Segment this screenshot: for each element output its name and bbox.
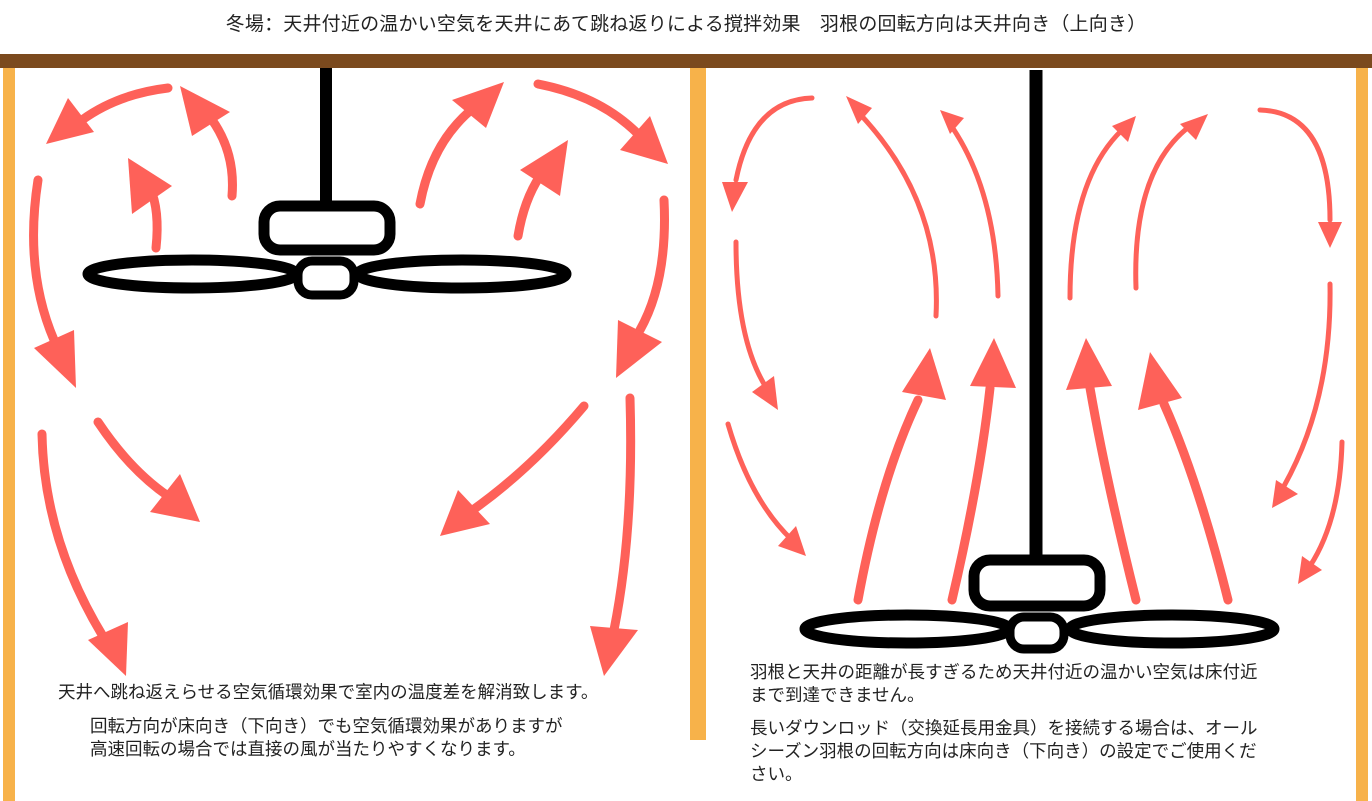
right-arrowhead-ceiling-left	[722, 182, 748, 212]
right-fan-motor-housing	[968, 554, 1106, 612]
right-wall	[1356, 68, 1368, 801]
ceiling-beam	[0, 54, 1372, 68]
right-caption-main: 羽根と天井の距離が長すぎるため天井付近の温かい空気は床付近 まで到達できません。	[750, 662, 1350, 708]
right-arrowhead-up-thick-1	[902, 348, 946, 400]
left-fan-blade-left	[82, 254, 302, 294]
left-caption-note: 回転方向が床向き（下向き）でも空気循環効果がありますが 高速回転の場合では直接の…	[90, 716, 690, 762]
left-wall	[3, 68, 15, 801]
right-arrow-up-thick-3	[1085, 383, 1141, 605]
right-arrowhead-up-thick-2	[970, 338, 1016, 388]
right-fan-blade-left	[799, 609, 1015, 649]
left-ceiling-fan	[82, 68, 572, 300]
left-caption-main: 天井へ跳ね返えらせる空気循環効果で室内の温度差を解消致します。	[58, 683, 599, 703]
left-arrowhead-ceiling-left	[46, 98, 94, 144]
right-arrow-up-thick-2	[947, 383, 995, 605]
left-arrow-wall-right-down-1	[635, 195, 669, 335]
right-arrow-up-thin-4	[1133, 123, 1193, 291]
right-caption-main-line-2: まで到達できません。	[750, 686, 925, 706]
right-arrow-up-thick-4	[1159, 399, 1233, 605]
right-caption-main-line-1: 羽根と天井の距離が長すぎるため天井付近の温かい空気は床付近	[750, 663, 1258, 683]
right-arrowhead-ceiling-right	[1318, 222, 1342, 248]
left-arrow-wall-right-down-2	[609, 393, 636, 635]
left-fan-blade-right	[352, 254, 572, 294]
left-arrow-wall-left-down-1	[29, 175, 59, 345]
right-caption-note-line-1: 長いダウンロッド（交換延長用金具）を接続する場合は、オール	[750, 719, 1258, 739]
right-arrow-side-right-1	[1281, 281, 1333, 489]
left-caption-note-line-2: 高速回転の場合では直接の風が当たりやすくなります。	[90, 740, 526, 760]
right-arrowhead-up-thin-2	[940, 110, 964, 134]
right-caption-note-line-2: シーズン羽根の回転方向は床向き（下向き）の設定でご使用くだ	[750, 742, 1257, 762]
right-arrow-up-thin-1	[855, 109, 939, 319]
left-arrowhead-diag-right	[440, 490, 490, 536]
right-ceiling-fan	[799, 70, 1280, 654]
left-fan-hub	[293, 256, 359, 300]
left-arrowhead-up-2	[452, 82, 504, 128]
left-arrow-wall-left-down-2	[37, 429, 109, 643]
right-arrow-up-thin-2	[947, 121, 1001, 299]
right-arrowhead-side-right-1	[1272, 480, 1298, 508]
page-title: 冬場：天井付近の温かい空気を天井にあて跳ね返りによる撹拌効果 羽根の回転方向は天…	[225, 13, 1147, 35]
center-wall	[690, 68, 706, 740]
right-arrow-up-thick-1	[853, 395, 923, 605]
left-arrowhead-up-small-1	[128, 158, 172, 214]
right-arrowhead-side-left-1	[752, 376, 778, 410]
right-arrow-side-left-1	[733, 239, 767, 387]
left-arrowhead-diag-left	[150, 474, 200, 522]
right-arrowhead-side-right-2	[1298, 556, 1322, 584]
right-arrowhead-up-thick-3	[1066, 338, 1112, 390]
right-caption-note-line-3: さい。	[750, 765, 803, 785]
right-fan-blade-right	[1064, 609, 1280, 649]
right-arrowhead-up-thin-3	[1112, 116, 1136, 142]
right-fan-hub	[1005, 612, 1069, 654]
right-arrow-ceiling-right	[1257, 107, 1333, 223]
right-arrowhead-up-thick-4	[1138, 352, 1182, 410]
left-arrowhead-up-small-2	[520, 140, 568, 196]
left-caption-note-line-1: 回転方向が床向き（下向き）でも空気循環効果がありますが	[90, 717, 563, 737]
right-arrow-side-right-2	[1307, 439, 1345, 569]
left-arrow-diag-right	[465, 401, 589, 517]
right-arrow-ceiling-left	[733, 95, 815, 183]
right-airflow-arrows	[722, 95, 1345, 605]
right-arrow-up-thin-3	[1067, 127, 1125, 301]
right-caption-note: 長いダウンロッド（交換延長用金具）を接続する場合は、オール シーズン羽根の回転方…	[750, 718, 1350, 787]
right-arrowhead-side-left-2	[778, 526, 806, 556]
left-airflow-arrows	[29, 79, 669, 676]
right-arrowhead-up-thin-4	[1180, 114, 1208, 140]
right-arrowhead-up-thin-1	[846, 96, 872, 124]
left-arrowhead-wall-right-down-2	[590, 626, 638, 676]
left-arrow-diag-left	[93, 417, 173, 501]
left-arrowhead-wall-left-down-1	[34, 330, 76, 388]
left-arrowhead-ceiling-right	[620, 116, 668, 164]
left-fan-motor-housing	[258, 200, 396, 256]
left-arrowhead-wall-left-down-2	[88, 622, 128, 676]
left-arrowhead-up-1	[180, 86, 230, 136]
left-arrow-up-2	[415, 101, 481, 209]
left-arrow-up-small-2	[513, 171, 545, 241]
right-arrow-side-left-2	[725, 421, 795, 543]
left-arrow-ceiling-left	[77, 83, 173, 125]
left-arrow-ceiling-right	[533, 79, 643, 139]
left-arrowhead-wall-right-down-1	[616, 320, 662, 378]
